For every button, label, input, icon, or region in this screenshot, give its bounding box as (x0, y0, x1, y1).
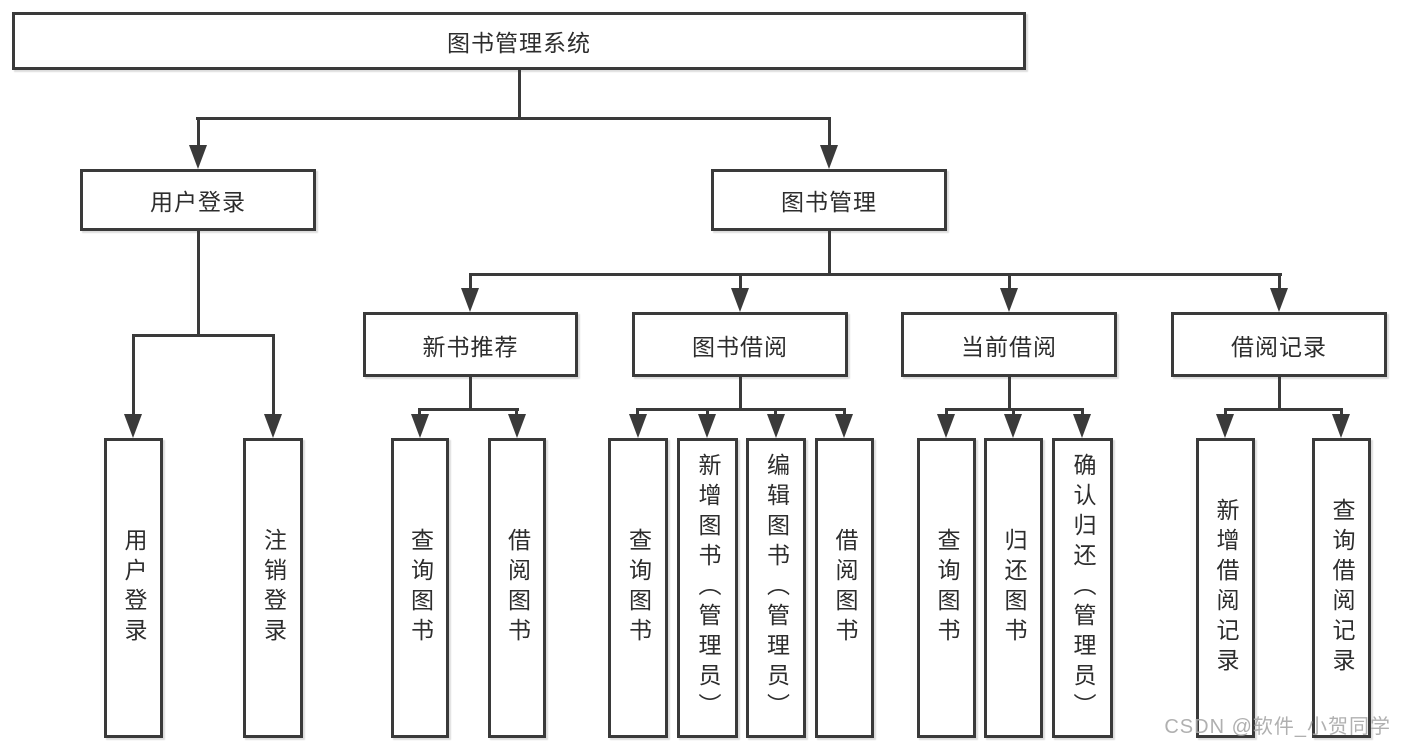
arrow-down-icon (767, 414, 785, 438)
arrow-down-icon (629, 414, 647, 438)
node-label: 确认归还（管理员） (1070, 453, 1096, 723)
node-library-management-system: 图书管理系统 (12, 12, 1026, 70)
node-label: 编辑图书（管理员） (763, 453, 790, 723)
node-label: 用户登录 (150, 189, 246, 215)
connector-line (196, 117, 831, 120)
node-label: 查询借阅记录 (1329, 498, 1355, 678)
leaf-query-books: 查询图书 (917, 438, 976, 738)
arrow-down-icon (264, 414, 282, 438)
connector-line (828, 117, 831, 148)
arrow-down-icon (1073, 414, 1091, 438)
arrow-down-icon (820, 145, 838, 169)
node-label: 图书管理系统 (447, 30, 591, 56)
leaf-query-borrow-record: 查询借阅记录 (1312, 438, 1371, 738)
connector-line (518, 69, 521, 119)
connector-line (1224, 408, 1227, 417)
node-label: 借阅图书 (504, 528, 531, 648)
leaf-return-books: 归还图书 (984, 438, 1043, 738)
connector-line (739, 377, 742, 410)
leaf-borrow-books: 借阅图书 (488, 438, 546, 738)
node-label: 图书管理 (781, 189, 877, 215)
arrow-down-icon (1216, 414, 1234, 438)
connector-line (418, 408, 421, 417)
watermark: CSDN @软件_小贺同学 (1164, 716, 1391, 738)
connector-line (469, 273, 472, 291)
node-current-borrowing: 当前借阅 (901, 312, 1117, 377)
node-label: 注销登录 (260, 528, 287, 648)
connector-line (1340, 408, 1343, 417)
connector-line (1278, 273, 1281, 291)
leaf-borrow-books: 借阅图书 (815, 438, 874, 738)
arrow-down-icon (461, 288, 479, 312)
leaf-add-books-admin: 新增图书（管理员） (677, 438, 738, 738)
connector-line (197, 231, 200, 337)
leaf-query-books: 查询图书 (608, 438, 668, 738)
node-label: 新增借阅记录 (1213, 498, 1239, 678)
node-book-borrowing: 图书借阅 (632, 312, 848, 377)
connector-line (132, 334, 275, 337)
node-label: 用户登录 (121, 528, 147, 648)
node-label: 查询图书 (625, 528, 652, 648)
node-label: 新增图书（管理员） (695, 453, 721, 723)
arrow-down-icon (411, 414, 429, 438)
leaf-edit-books-admin: 编辑图书（管理员） (746, 438, 806, 738)
node-label: 新书推荐 (422, 333, 519, 360)
node-label: 图书借阅 (692, 333, 788, 360)
arrow-down-icon (1000, 288, 1018, 312)
node-borrowing-records: 借阅记录 (1171, 312, 1387, 377)
arrow-down-icon (1332, 414, 1350, 438)
leaf-add-borrow-record: 新增借阅记录 (1196, 438, 1255, 738)
arrow-down-icon (698, 414, 716, 438)
leaf-user-login: 用户登录 (104, 438, 163, 738)
connector-line (1008, 273, 1011, 291)
connector-line (706, 408, 709, 417)
arrow-down-icon (731, 288, 749, 312)
node-label: 查询图书 (934, 528, 960, 648)
connector-line (1278, 377, 1281, 410)
connector-line (945, 408, 948, 417)
connector-line (1012, 408, 1015, 417)
connector-line (418, 408, 519, 411)
connector-line (774, 408, 777, 417)
node-label: 归还图书 (1001, 528, 1027, 648)
connector-line (1224, 408, 1343, 411)
arrow-down-icon (835, 414, 853, 438)
connector-line (843, 408, 846, 417)
connector-line (739, 273, 742, 291)
node-book-management: 图书管理 (711, 169, 947, 231)
leaf-confirm-return-admin: 确认归还（管理员） (1052, 438, 1113, 738)
node-label: 当前借阅 (961, 333, 1057, 360)
connector-line (469, 273, 1282, 276)
node-label: 查询图书 (407, 528, 434, 648)
connector-line (828, 231, 831, 276)
connector-line (1081, 408, 1084, 417)
arrow-down-icon (1004, 414, 1022, 438)
connector-line (636, 408, 846, 411)
connector-line (132, 334, 135, 417)
leaf-logout: 注销登录 (243, 438, 303, 738)
arrow-down-icon (1270, 288, 1288, 312)
arrow-down-icon (189, 145, 207, 169)
connector-line (515, 408, 518, 417)
connector-line (469, 377, 472, 410)
leaf-query-books: 查询图书 (391, 438, 449, 738)
connector-line (636, 408, 639, 417)
node-label: 借阅记录 (1231, 333, 1327, 360)
node-new-book-recommendation: 新书推荐 (363, 312, 578, 377)
arrow-down-icon (124, 414, 142, 438)
connector-line (1008, 377, 1011, 410)
arrow-down-icon (508, 414, 526, 438)
connector-line (272, 334, 275, 417)
node-label: 借阅图书 (832, 528, 858, 648)
arrow-down-icon (937, 414, 955, 438)
node-user-login: 用户登录 (80, 169, 316, 231)
connector-line (197, 117, 200, 148)
